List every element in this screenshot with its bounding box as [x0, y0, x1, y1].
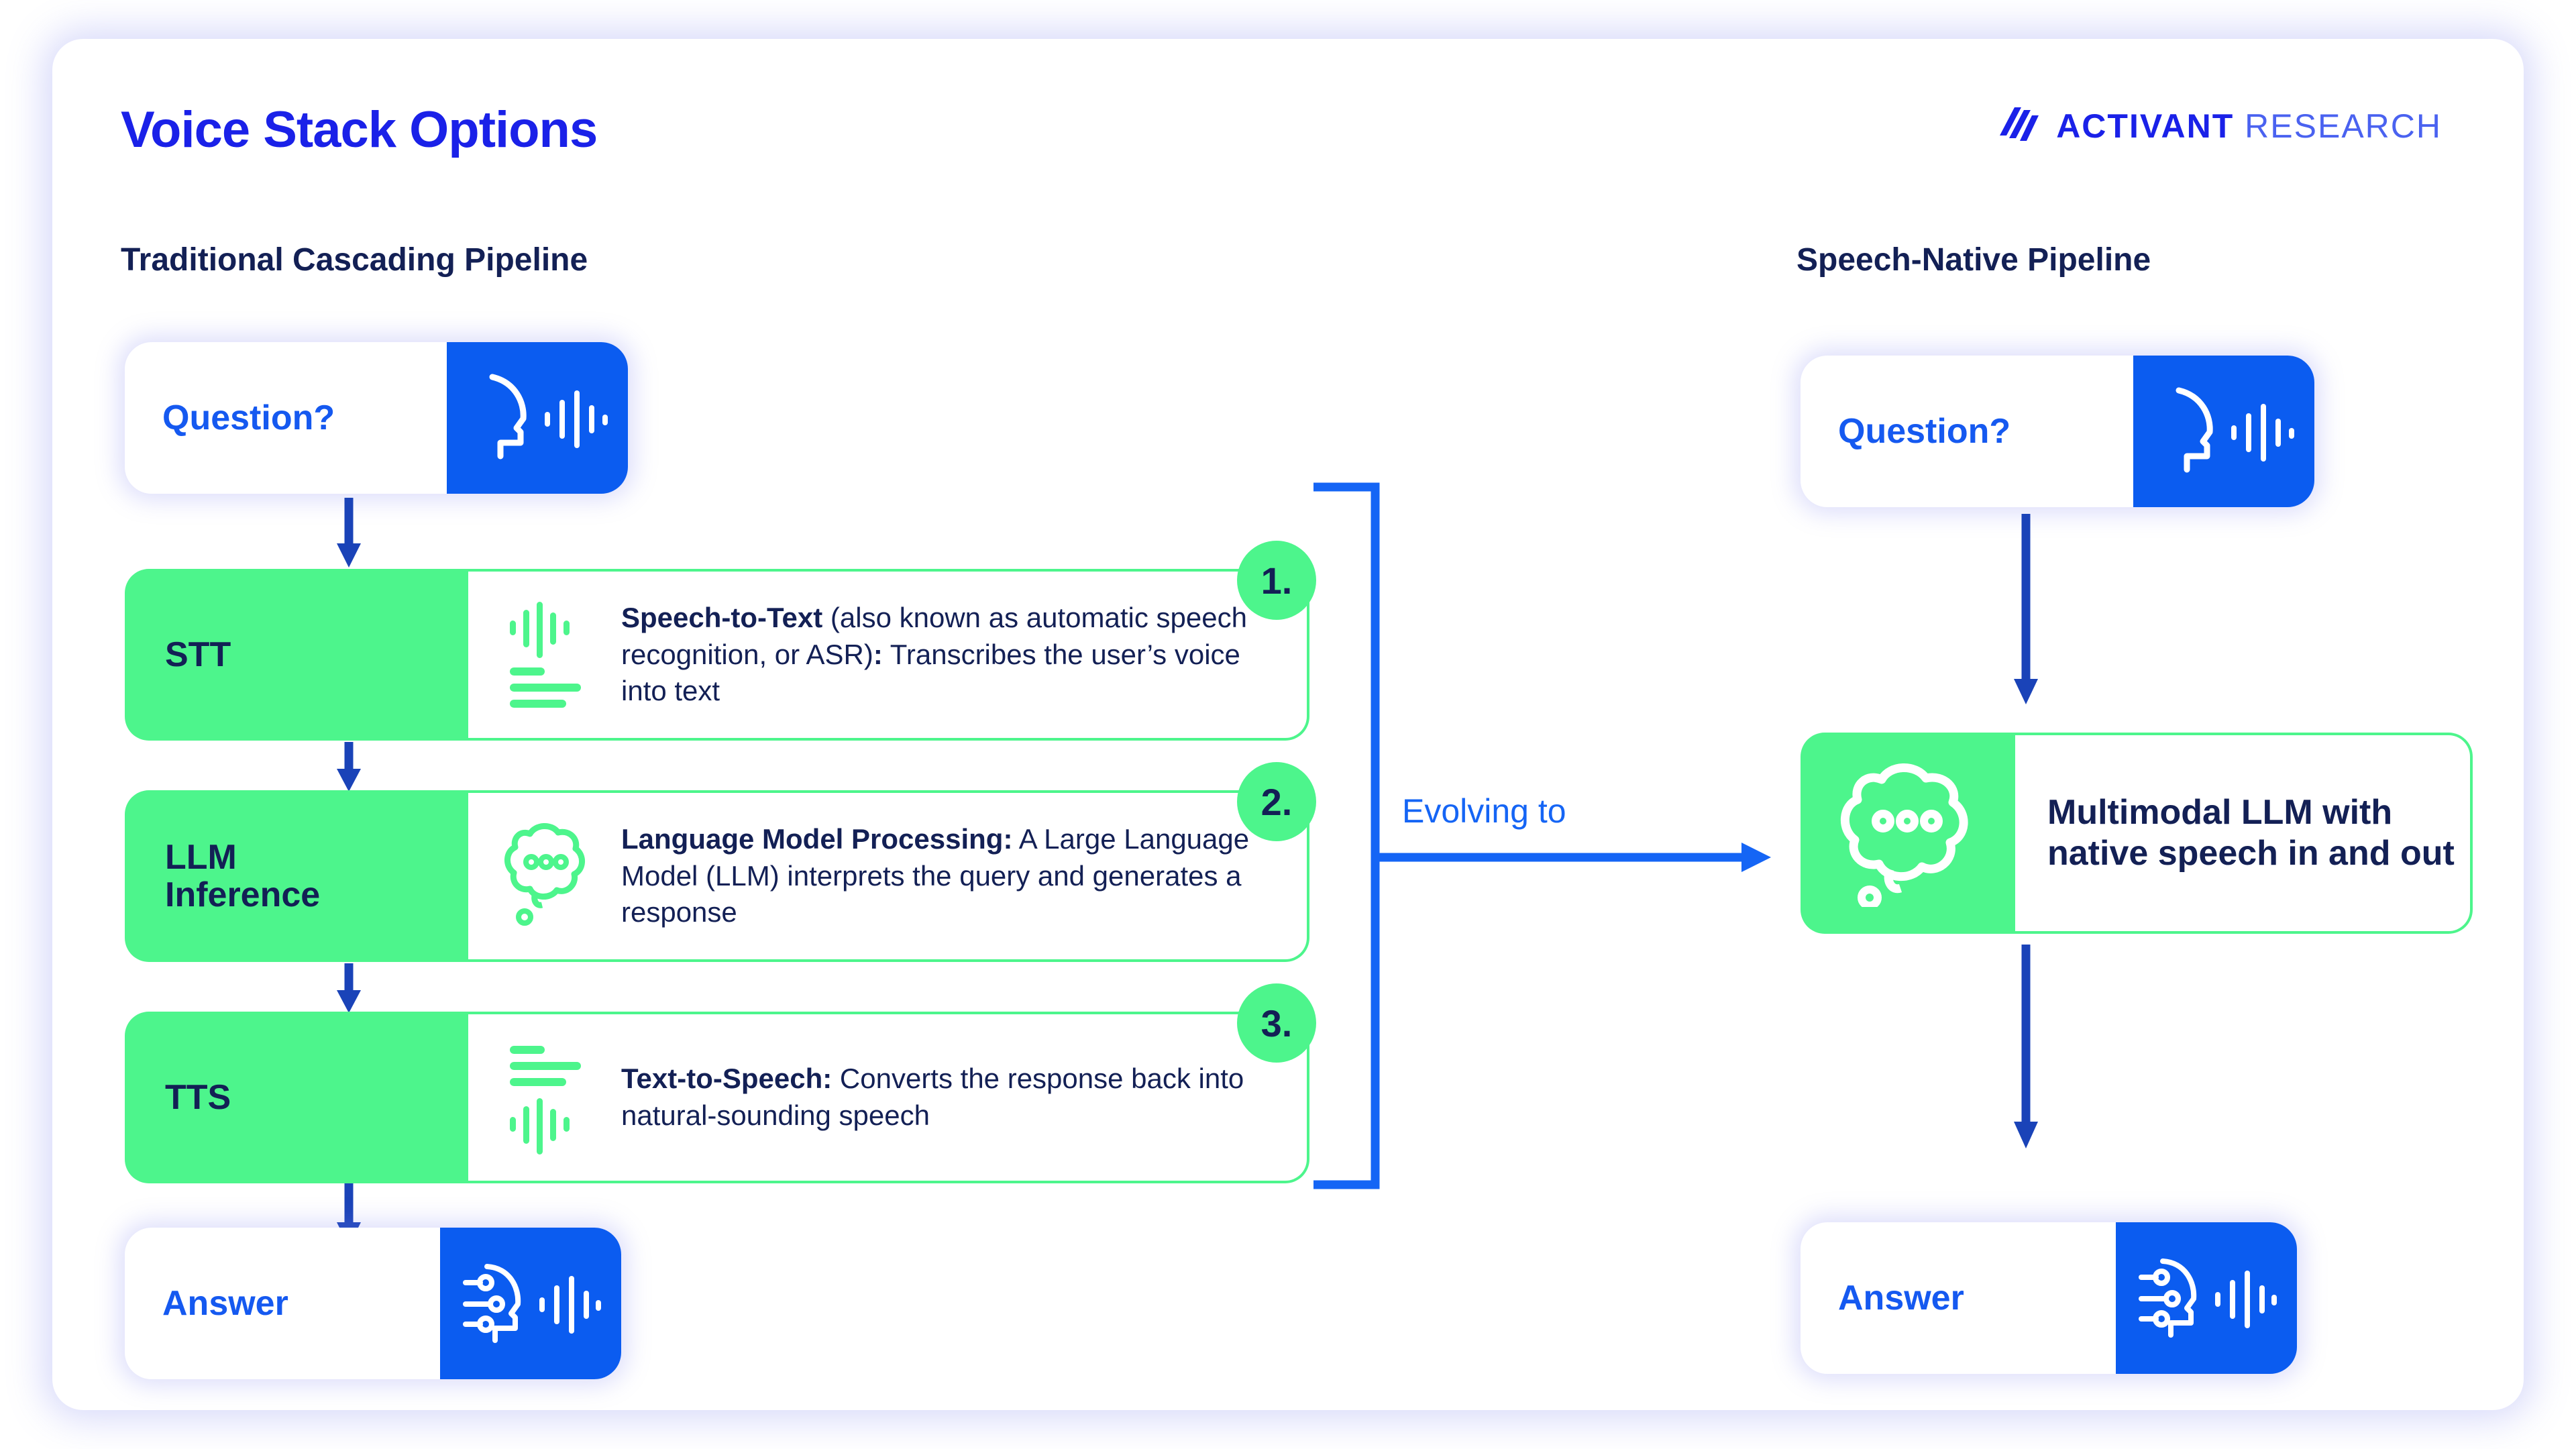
- arrow-model-to-answer: [2014, 945, 2038, 1148]
- right-answer-pill: Answer: [1801, 1222, 2297, 1374]
- multimodal-llm-text: Multimodal LLM with native speech in and…: [2047, 792, 2455, 873]
- step-badge-2: 2.: [1237, 762, 1316, 841]
- arrow-stt-to-llm: [337, 742, 361, 792]
- left-column-heading: Traditional Cascading Pipeline: [121, 242, 588, 278]
- speaking-head-waveform-icon: [2133, 356, 2314, 507]
- speaking-head-waveform-icon: [447, 342, 628, 494]
- left-question-pill: Question?: [125, 342, 628, 494]
- left-question-label: Question?: [162, 398, 335, 437]
- thought-bubble-icon: [491, 819, 604, 933]
- multimodal-llm-body: Multimodal LLM with native speech in and…: [2015, 733, 2473, 934]
- step-text-tts-rest: Converts the response back into natural-…: [621, 1063, 1244, 1131]
- step-text-stt-bold: Speech-to-Text: [621, 602, 823, 634]
- step-text-llm-bold: Language Model Processing:: [621, 823, 1013, 855]
- ai-head-waveform-icon: [440, 1228, 621, 1379]
- evolving-to-label: Evolving to: [1402, 792, 1566, 830]
- step-text-llm-rest: A Large Language Model (LLM) interprets …: [621, 823, 1250, 928]
- step-tag-stt: STT: [125, 569, 468, 741]
- multimodal-llm-card: Multimodal LLM with native speech in and…: [1801, 733, 2473, 934]
- step-body-llm: Language Model Processing: A Large Langu…: [468, 790, 1309, 962]
- right-question-pill: Question?: [1801, 356, 2314, 507]
- activant-stripes-icon: [2000, 107, 2039, 141]
- left-answer-label: Answer: [162, 1284, 288, 1323]
- text-to-waveform-icon: [491, 1040, 604, 1155]
- ai-head-waveform-icon: [2116, 1222, 2297, 1374]
- step-text-llm: Language Model Processing: A Large Langu…: [621, 821, 1280, 931]
- logo-wordmark: ACTIVANT RESEARCH: [2056, 109, 2442, 143]
- brand-logo: ACTIVANT RESEARCH: [1997, 107, 2442, 145]
- logo-activant: ACTIVANT: [2056, 107, 2235, 145]
- evolving-connector: [1313, 482, 1771, 1189]
- step-card-stt: STT Speech-to-Text (al: [125, 569, 1309, 741]
- logo-research: RESEARCH: [2245, 107, 2442, 145]
- waveform-to-text-icon: [491, 598, 604, 712]
- step-body-stt: Speech-to-Text (also known as automatic …: [468, 569, 1309, 741]
- step-body-tts: Text-to-Speech: Converts the response ba…: [468, 1012, 1309, 1183]
- step-tag-llm: LLM Inference: [125, 790, 468, 962]
- page-title: Voice Stack Options: [121, 101, 598, 158]
- left-answer-pill: Answer: [125, 1228, 621, 1379]
- step-text-tts-bold: Text-to-Speech:: [621, 1063, 833, 1095]
- right-question-label: Question?: [1838, 412, 2011, 451]
- step-text-stt: Speech-to-Text (also known as automatic …: [621, 600, 1280, 710]
- step-text-stt-bold2: :: [873, 638, 883, 670]
- arrow-right-question-to-model: [2014, 514, 2038, 704]
- thought-bubble-icon: [1801, 733, 2015, 934]
- step-text-stt-rest: (also known as automatic speech recognit…: [621, 602, 1247, 670]
- step-badge-3: 3.: [1237, 983, 1316, 1063]
- right-column-heading: Speech-Native Pipeline: [1796, 242, 2151, 278]
- step-text-stt-rest2: Transcribes the user’s voice into text: [621, 638, 1240, 707]
- step-card-llm: LLM Inference Language Mod: [125, 790, 1309, 962]
- step-badge-1: 1.: [1237, 541, 1316, 620]
- arrow-question-to-stt: [337, 498, 361, 568]
- step-text-tts: Text-to-Speech: Converts the response ba…: [621, 1061, 1280, 1134]
- step-tag-tts: TTS: [125, 1012, 468, 1183]
- arrow-llm-to-tts: [337, 963, 361, 1013]
- right-answer-label: Answer: [1838, 1279, 1964, 1318]
- step-card-tts: TTS Text-to-Speech: Co: [125, 1012, 1309, 1183]
